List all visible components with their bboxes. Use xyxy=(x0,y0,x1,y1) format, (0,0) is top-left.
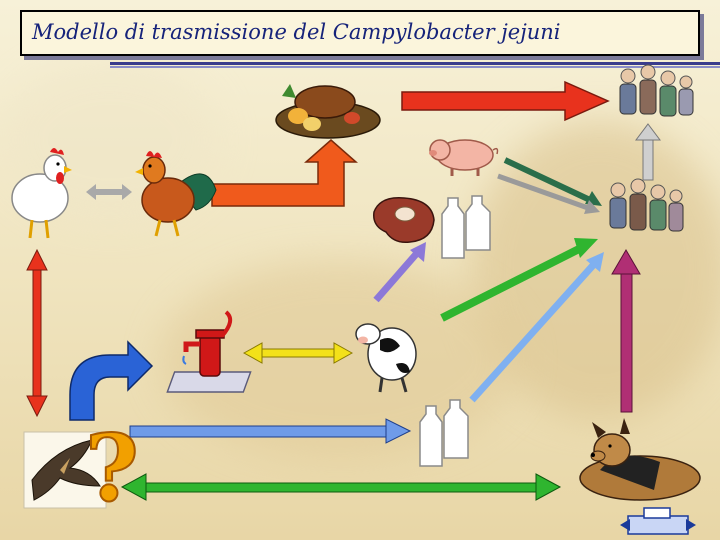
pig-icon xyxy=(429,139,499,176)
cow-icon xyxy=(355,323,417,393)
arrow-water-cow xyxy=(242,342,354,364)
arrow-cow-to-meat xyxy=(373,242,426,303)
arrow-water-to-people xyxy=(469,252,604,403)
milk-bottles-icon xyxy=(419,399,469,467)
arrow-milk-to-people xyxy=(440,238,598,322)
wild-bird-icon xyxy=(23,431,107,509)
title-underline xyxy=(110,62,720,68)
dog-icon xyxy=(579,418,701,501)
arrow-dog-to-people xyxy=(611,249,641,413)
title-box: Modello di trasmissione del Campylobacte… xyxy=(20,10,700,56)
arrow-bird-to-water xyxy=(69,340,154,421)
arrow-bird-dog xyxy=(120,473,562,501)
question-mark-icon: ? xyxy=(84,414,140,522)
milk-bottles-icon xyxy=(441,195,491,259)
arrow-hen-bird xyxy=(26,248,48,418)
arrow-food-to-people xyxy=(401,80,610,122)
water-pump-icon xyxy=(166,310,252,393)
people-group-icon xyxy=(609,178,684,232)
arrow-meat-to-people xyxy=(497,173,600,214)
people-group-icon xyxy=(619,64,694,117)
arrow-hen-rooster xyxy=(86,184,132,200)
steak-icon xyxy=(373,197,435,244)
rooster-icon xyxy=(135,151,217,237)
hen-icon xyxy=(11,148,72,239)
roast-poultry-icon xyxy=(275,84,381,139)
arrow-rooster-to-food xyxy=(211,139,358,207)
arrow-bird-to-milk xyxy=(129,418,412,444)
slide-title: Modello di trasmissione del Campylobacte… xyxy=(32,20,561,44)
navigation-icon[interactable] xyxy=(620,507,696,535)
arrow-people-to-people xyxy=(635,123,661,181)
